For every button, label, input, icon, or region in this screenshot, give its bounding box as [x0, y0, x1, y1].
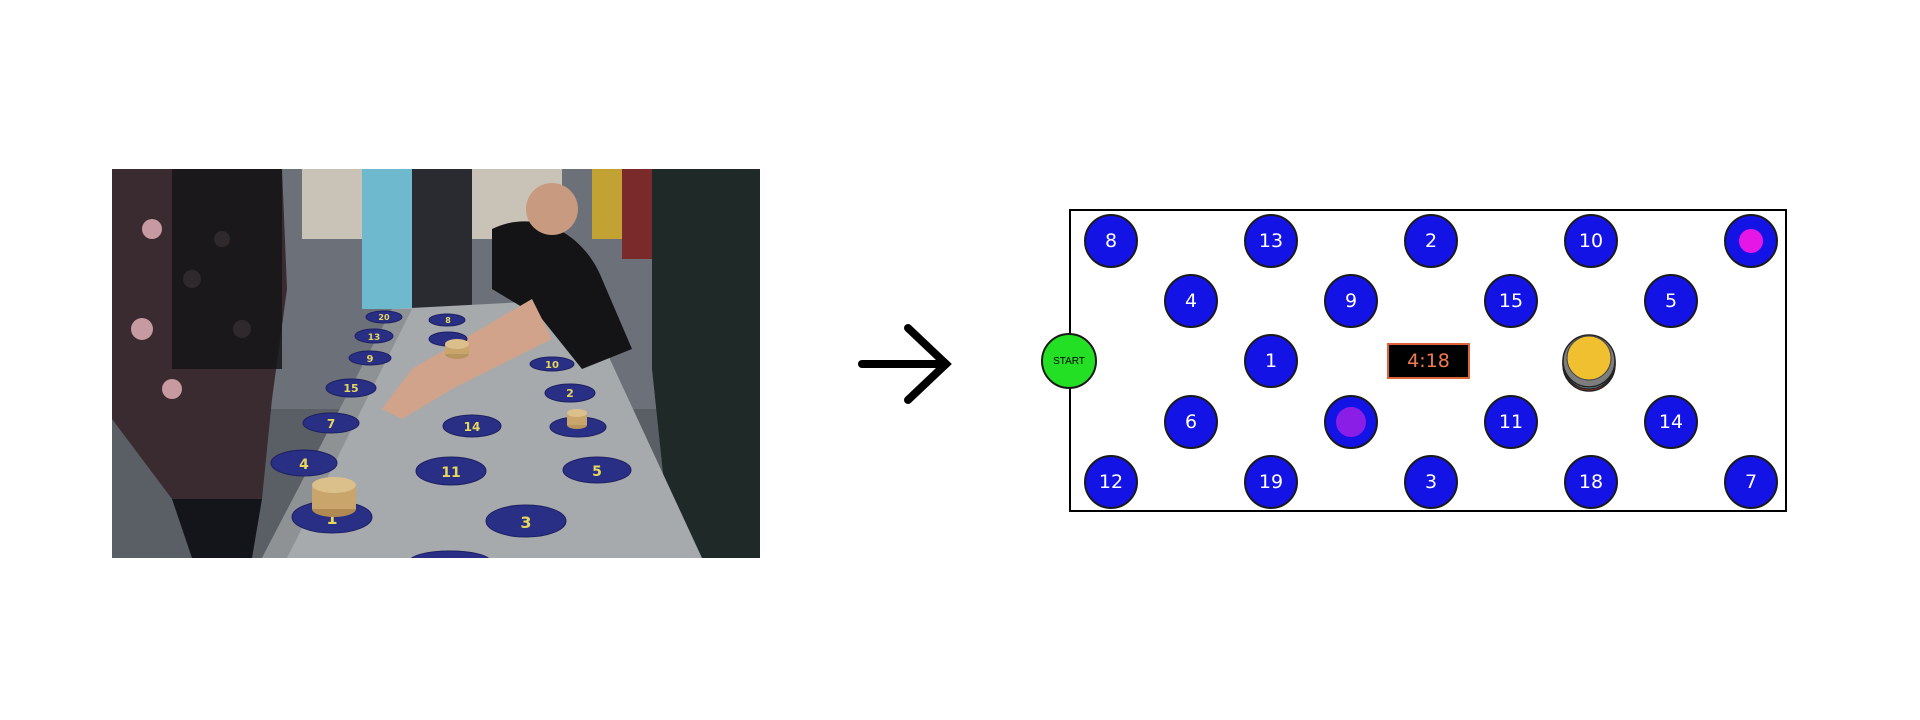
svg-text:20: 20: [378, 313, 390, 322]
svg-text:10: 10: [545, 360, 559, 371]
number-disc[interactable]: 1: [1244, 334, 1298, 388]
disc-number: 6: [1184, 411, 1198, 433]
countdown-timer: 4:18: [1387, 343, 1470, 379]
magenta-token: [1739, 229, 1763, 253]
number-disc[interactable]: 14: [1644, 395, 1698, 449]
arrow-right-icon: [858, 322, 954, 406]
disc-number: 11: [1498, 411, 1524, 433]
disc-number: 18: [1578, 471, 1604, 493]
svg-text:2: 2: [566, 387, 574, 400]
disc-number: 13: [1258, 230, 1284, 252]
svg-text:13: 13: [368, 333, 381, 343]
disc-number: 12: [1098, 471, 1124, 493]
disc-number: 4: [1184, 290, 1198, 312]
disc-number: 9: [1344, 290, 1358, 312]
disc-number: 3: [1424, 471, 1438, 493]
number-disc[interactable]: 18: [1564, 455, 1618, 509]
number-disc[interactable]: 13: [1244, 214, 1298, 268]
disc-number: 2: [1424, 230, 1438, 252]
photo-icon: 20 8 13 9 10 15 2 14 7 4 11 5 1 3: [112, 169, 760, 558]
disc-number: 15: [1498, 290, 1524, 312]
svg-text:9: 9: [367, 354, 374, 365]
disc-number: 5: [1664, 290, 1678, 312]
number-disc[interactable]: 7: [1724, 455, 1778, 509]
number-disc[interactable]: 12: [1084, 455, 1138, 509]
timer-value: 4:18: [1407, 350, 1450, 372]
start-button[interactable]: START: [1041, 333, 1097, 389]
svg-text:14: 14: [464, 420, 481, 434]
number-disc[interactable]: 5: [1644, 274, 1698, 328]
number-disc[interactable]: 2: [1404, 214, 1458, 268]
start-label: START: [1053, 355, 1085, 367]
purple-token: [1336, 407, 1366, 437]
svg-text:5: 5: [592, 464, 602, 480]
svg-text:8: 8: [445, 316, 451, 325]
disc-number: 19: [1258, 471, 1284, 493]
svg-text:1: 1: [326, 509, 337, 528]
number-disc[interactable]: 15: [1484, 274, 1538, 328]
svg-text:3: 3: [520, 513, 531, 532]
number-disc[interactable]: 9: [1324, 274, 1378, 328]
svg-text:15: 15: [343, 382, 358, 395]
svg-text:11: 11: [441, 465, 460, 481]
svg-text:7: 7: [327, 417, 335, 431]
number-disc[interactable]: 6: [1164, 395, 1218, 449]
number-disc[interactable]: [1724, 214, 1778, 268]
disc-number: 1: [1264, 350, 1278, 372]
disc-number: 14: [1658, 411, 1684, 433]
number-disc[interactable]: 4: [1164, 274, 1218, 328]
number-disc[interactable]: 19: [1244, 455, 1298, 509]
number-disc[interactable]: 10: [1564, 214, 1618, 268]
number-disc[interactable]: 3: [1404, 455, 1458, 509]
number-disc[interactable]: [1324, 395, 1378, 449]
game-photo: 20 8 13 9 10 15 2 14 7 4 11 5 1 3: [112, 169, 760, 558]
disc-number: 7: [1744, 471, 1758, 493]
disc-number: 10: [1578, 230, 1604, 252]
stacked-tokens[interactable]: [1560, 332, 1618, 392]
svg-text:4: 4: [299, 457, 309, 473]
number-disc[interactable]: 8: [1084, 214, 1138, 268]
number-disc[interactable]: 11: [1484, 395, 1538, 449]
disc-number: 8: [1104, 230, 1118, 252]
